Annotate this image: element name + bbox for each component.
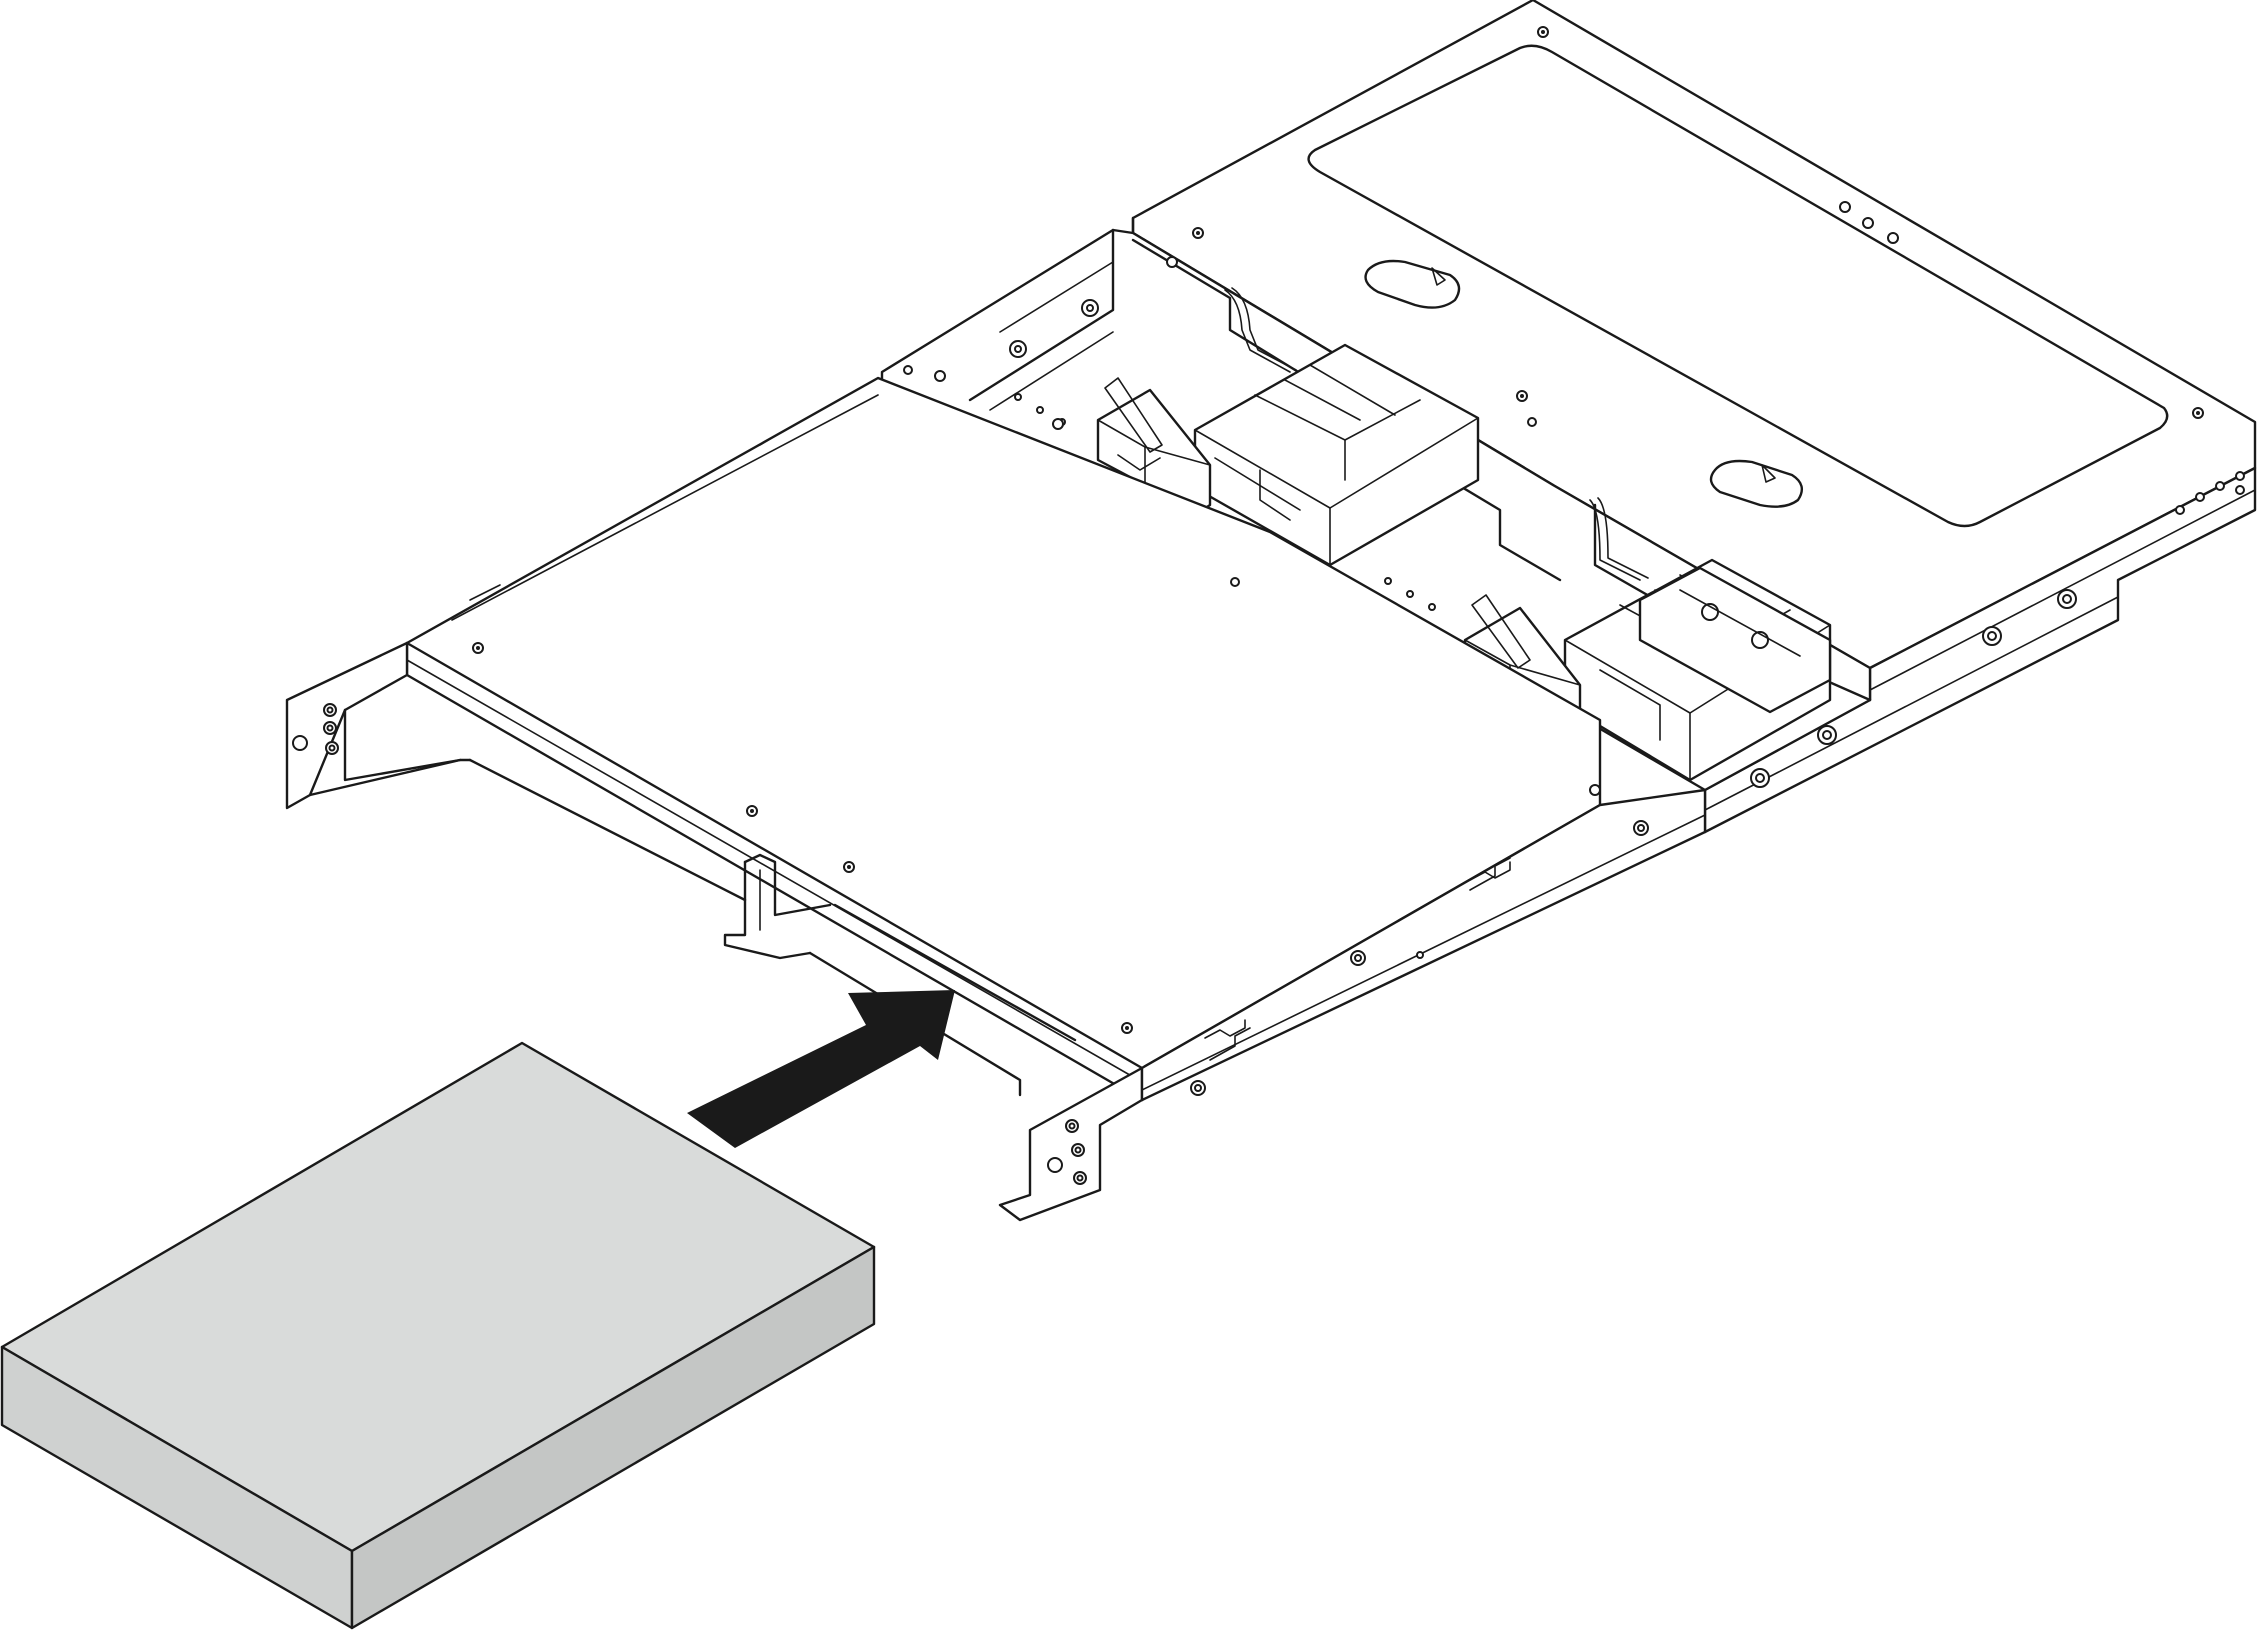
front-side-rail (1140, 788, 1707, 1102)
install-arrow (687, 990, 955, 1148)
cover-window (1307, 44, 2169, 528)
fan-connector (1638, 566, 1832, 714)
component-box (0, 1041, 876, 1630)
cover-handle-left (1364, 259, 1461, 309)
component-box-side (350, 1245, 876, 1630)
fan-module-left (1193, 343, 1480, 567)
left-mounting-ear (285, 641, 472, 810)
cover-handle-right (1709, 459, 1804, 508)
right-mounting-ear (998, 1066, 1144, 1222)
server-chassis (285, 0, 2257, 1222)
